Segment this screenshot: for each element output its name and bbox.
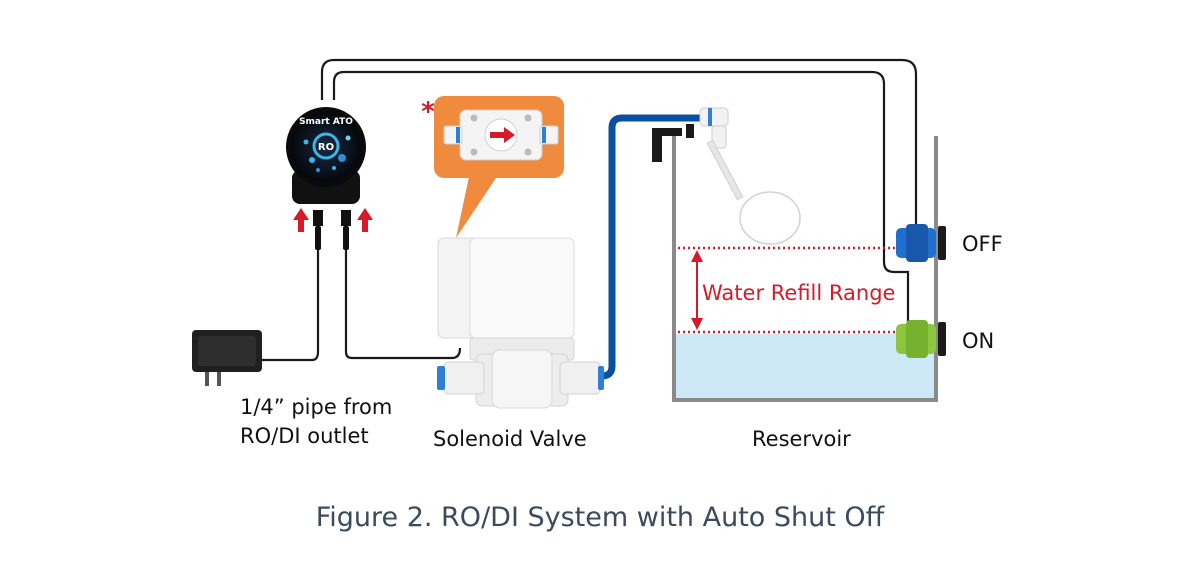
- arrow-up-icon: [293, 208, 309, 232]
- optical-sensor-icon: [896, 320, 946, 358]
- float-valve-icon: [652, 107, 801, 245]
- arrow-up-icon: [357, 208, 373, 232]
- refill-range-markers: [678, 246, 902, 334]
- water-pipe: [276, 114, 716, 382]
- power-adapter-icon: [192, 330, 262, 386]
- power-cables: [262, 250, 462, 362]
- figure-caption: Figure 2. RO/DI System with Auto Shut Of…: [316, 502, 886, 533]
- sensor-cables: [320, 58, 918, 330]
- reservoir-tank: [672, 132, 938, 402]
- controller-brand-label: Smart ATO: [299, 117, 353, 127]
- solenoid-valve-icon: [437, 237, 604, 409]
- smart-ato-controller-icon: [286, 107, 366, 204]
- reservoir-label: Reservoir: [752, 427, 851, 451]
- pipe-label-line2: RO/DI outlet: [240, 424, 369, 448]
- sensor-off-label: OFF: [962, 232, 1003, 256]
- dc-plug-right: [341, 210, 351, 250]
- optical-sensor-icon: [896, 224, 946, 262]
- pipe-label-line1: 1/4” pipe from: [240, 395, 392, 419]
- dc-plug-left: [313, 210, 323, 250]
- sensor-on-label: ON: [962, 329, 994, 353]
- refill-range-label: Water Refill Range: [702, 281, 895, 305]
- callout-asterisk: *: [421, 97, 435, 127]
- valve-callout: [434, 96, 564, 238]
- reservoir-water: [676, 334, 934, 398]
- solenoid-label: Solenoid Valve: [433, 427, 587, 451]
- controller-ro-badge: RO: [318, 142, 334, 153]
